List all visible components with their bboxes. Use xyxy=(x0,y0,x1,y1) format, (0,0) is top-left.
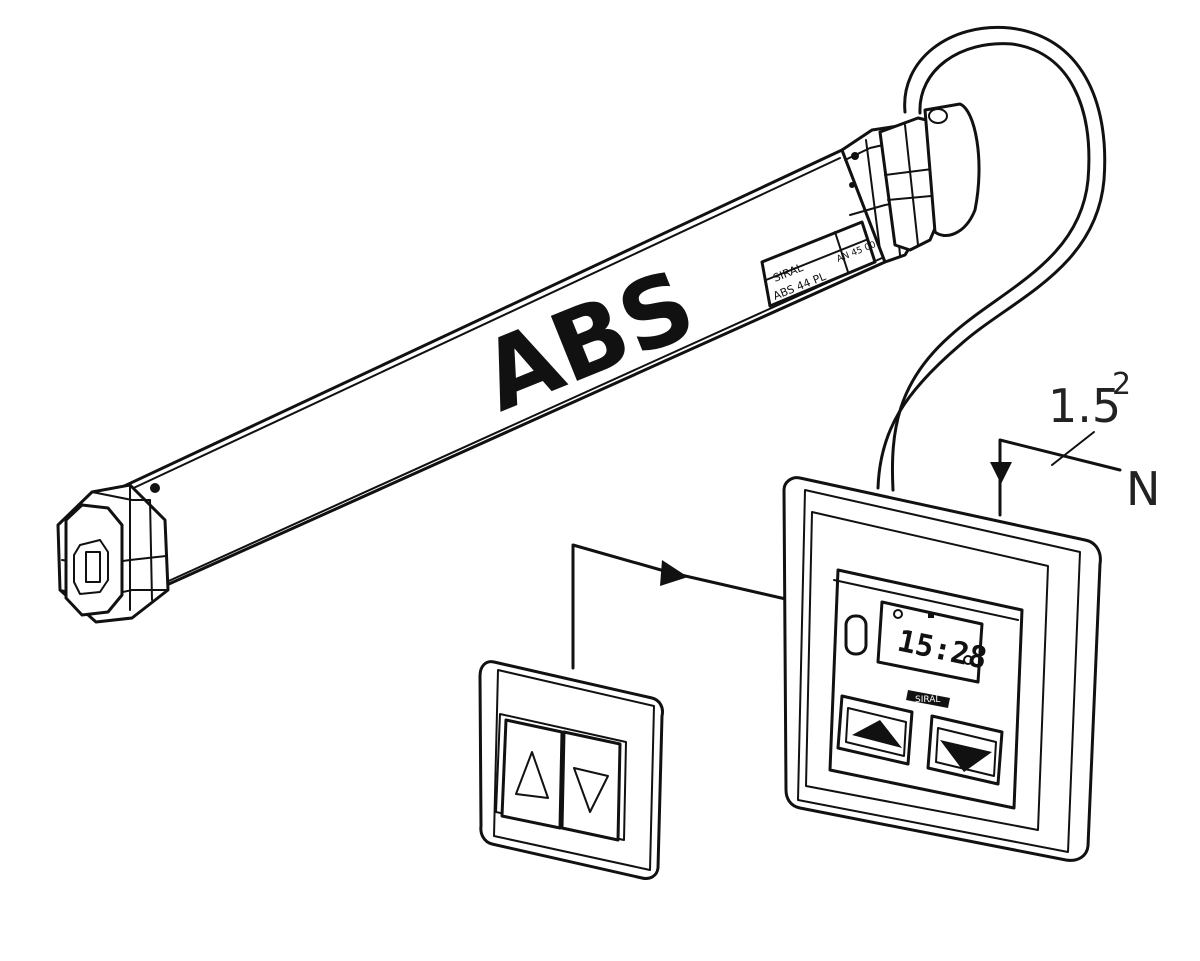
timer-brand-logo: SIRAL xyxy=(906,690,950,708)
timer-up-button[interactable] xyxy=(836,694,914,766)
motor-left-end xyxy=(56,483,170,624)
motor-cable xyxy=(876,25,1107,492)
timer-display xyxy=(876,600,984,684)
timer-set-button[interactable] xyxy=(844,614,868,656)
down-arrow-icon xyxy=(940,740,992,772)
switch-up-rocker[interactable] xyxy=(500,718,564,830)
up-triangle-icon xyxy=(515,751,549,799)
neutral-wire xyxy=(998,438,1122,517)
neutral-label: N xyxy=(1126,462,1160,516)
down-triangle-icon xyxy=(573,767,609,813)
timer-panel: 15:28 SIRAL xyxy=(782,476,1102,862)
up-arrow-icon xyxy=(852,720,902,748)
switch-down-rocker[interactable] xyxy=(560,730,622,842)
cross-section-slash xyxy=(1051,431,1095,466)
timer-down-button[interactable] xyxy=(926,714,1004,786)
cross-section-exponent: 2 xyxy=(1112,367,1131,402)
svg-text:SIRAL: SIRAL xyxy=(915,695,940,705)
cross-section-label: 1.5 xyxy=(1048,379,1121,433)
motor-right-head xyxy=(840,102,981,264)
switch-wire-arrow-icon xyxy=(660,560,688,586)
neutral-wire-arrow-icon xyxy=(990,462,1012,484)
wiring-lines: 1.5 2 N xyxy=(571,367,1160,670)
switch-to-timer-wire xyxy=(571,543,792,670)
wall-switch xyxy=(478,660,664,880)
